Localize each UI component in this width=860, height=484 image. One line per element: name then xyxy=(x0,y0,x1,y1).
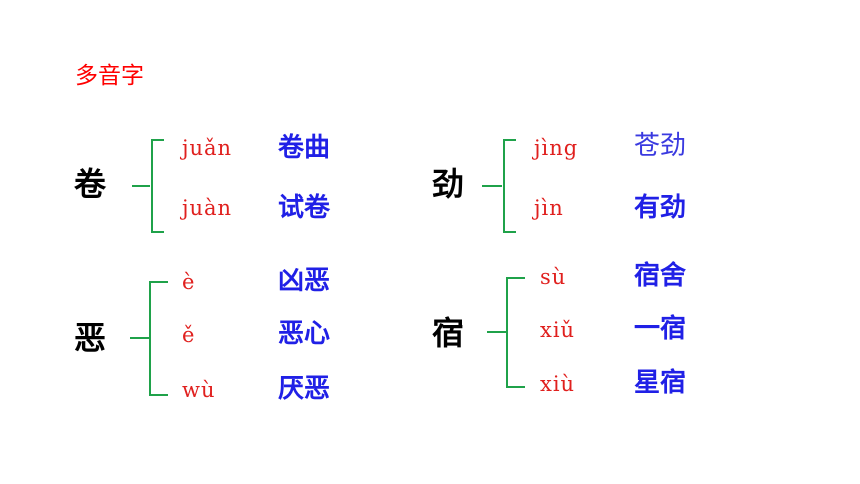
pinyin-juan-1: juǎn xyxy=(182,136,233,160)
pinyin-e-3: wù xyxy=(182,378,216,402)
bracket-juan xyxy=(132,139,164,233)
bracket-e xyxy=(130,281,168,396)
word-xingxiu: 星宿 xyxy=(634,368,687,398)
pinyin-e-2: ě xyxy=(182,323,196,347)
char-e: 恶 xyxy=(74,319,107,357)
word-shijuan: 试卷 xyxy=(278,193,331,223)
pinyin-su-2: xiǔ xyxy=(540,318,576,342)
word-youjin: 有劲 xyxy=(634,193,687,223)
bracket-jin xyxy=(482,139,516,233)
page-title: 多音字 xyxy=(75,63,144,89)
char-jin: 劲 xyxy=(432,165,465,203)
word-juanqu: 卷曲 xyxy=(278,133,331,163)
bracket-su xyxy=(487,277,525,388)
word-cangjin: 苍劲 xyxy=(634,131,687,161)
char-juan: 卷 xyxy=(74,165,107,203)
word-yanwu: 厌恶 xyxy=(278,374,331,404)
pinyin-jin-2: jìn xyxy=(534,196,564,220)
pinyin-juan-2: juàn xyxy=(182,196,233,220)
pinyin-su-1: sù xyxy=(540,265,567,289)
word-xiong-e: 凶恶 xyxy=(278,266,331,296)
word-yixiu: 一宿 xyxy=(634,314,687,344)
pinyin-jin-1: jìng xyxy=(534,136,579,160)
word-sushe: 宿舍 xyxy=(634,261,687,291)
char-su: 宿 xyxy=(432,314,465,352)
word-exin: 恶心 xyxy=(278,319,331,349)
pinyin-e-1: è xyxy=(182,270,196,294)
pinyin-su-3: xiù xyxy=(540,372,576,396)
